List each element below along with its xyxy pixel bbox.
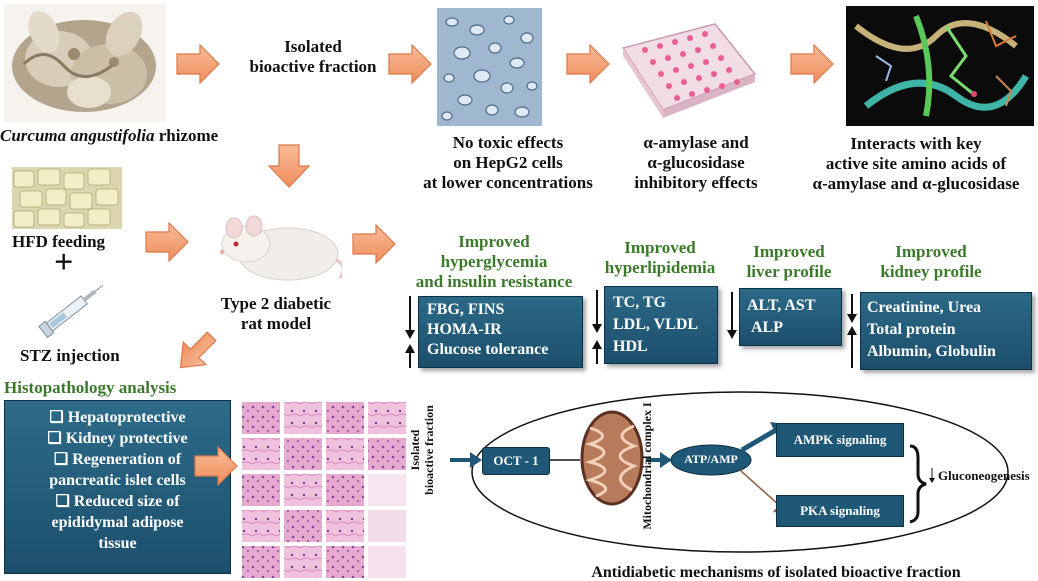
ampk-signaling-box: AMPK signaling xyxy=(776,423,904,457)
histopathology-panel: ❑ Hepatoprotective ❑ Kidney protective ❑… xyxy=(4,400,231,574)
lipid-item-hdl: HDL xyxy=(613,338,648,355)
glycemia-item-glucose-tolerance: Glucose tolerance xyxy=(427,341,549,358)
isolated-line2: bioactive fraction xyxy=(249,57,377,76)
effect-2-title2: liver profile xyxy=(746,262,832,281)
docking-image xyxy=(846,6,1034,126)
histopathology-title: Histopathology analysis xyxy=(4,378,177,397)
panel-liver: ALT, AST ALP xyxy=(739,288,842,346)
docking-label: Interacts with key active site amino aci… xyxy=(796,134,1036,194)
rat-photo xyxy=(208,196,342,286)
mechanism-input-label: Isolated bioactive fraction xyxy=(404,392,444,512)
histology-slides-grid xyxy=(240,394,408,580)
liver-item-alt-ast: ALT, AST xyxy=(747,297,816,314)
histo-item-islet: pancreatic islet cells xyxy=(49,472,186,489)
kidney-item-albumin: Albumin, Globulin xyxy=(867,343,996,360)
panel-lipid: TC, TG LDL, VLDL HDL xyxy=(604,286,718,364)
mechanism-caption: Antidiabetic mechanisms of isolated bioa… xyxy=(591,564,961,581)
effect-title-liver: Improved liver profile xyxy=(726,242,852,282)
arrow-rat-to-effects xyxy=(352,224,396,264)
up-arrow-glucose-tolerance xyxy=(405,344,415,368)
histo-item-tissue: tissue xyxy=(98,535,137,552)
pka-signaling-box: PKA signaling xyxy=(776,495,904,527)
rat-line1: Type 2 diabetic xyxy=(220,294,332,313)
rhizome-label: Curcuma angustifolia rhizome xyxy=(0,126,260,146)
kidney-item-creatinine: Creatinine, Urea xyxy=(867,299,982,316)
rhizome-suffix: rhizome xyxy=(154,126,219,145)
hepg2-line2: on HepG2 cells xyxy=(453,153,563,172)
mitochondrial-complex-label: Mitochondrial complex I xyxy=(638,380,658,560)
arrow-hfd-to-rat xyxy=(145,222,189,262)
enzyme-line3: inhibitory effects xyxy=(634,173,758,192)
effect-3-title1: Improved xyxy=(895,242,967,261)
mitochondrion-icon xyxy=(580,410,644,506)
histo-item-kidney: ❑ Kidney protective xyxy=(47,430,188,447)
hepg2-line3: at lower concentrations xyxy=(423,173,593,192)
panel-kidney: Creatinine, Urea Total protein Albumin, … xyxy=(860,292,1032,370)
glycemia-item-homa: HOMA-IR xyxy=(427,321,502,338)
kidney-item-total-protein: Total protein xyxy=(867,321,956,338)
mech-input-line2: bioactive fraction xyxy=(422,405,436,495)
effect-1-title2: hyperlipidemia xyxy=(604,258,716,277)
docking-line3: α-amylase and α-glucosidase xyxy=(812,174,1020,193)
hfd-label: HFD feeding xyxy=(12,232,106,251)
mito-label-text: Mitochondrial complex I xyxy=(640,402,654,530)
hepg2-label: No toxic effects on HepG2 cells at lower… xyxy=(418,133,598,193)
down-arrow-liver xyxy=(727,292,737,339)
syringe-icon xyxy=(38,284,104,339)
gluconeogenesis-label: Gluconeogenesis xyxy=(938,468,1030,483)
enzyme-label: α-amylase and α-glucosidase inhibitory e… xyxy=(616,133,776,193)
rat-line2: rat model xyxy=(240,314,312,333)
arrow-hepg2-to-enzyme xyxy=(566,44,610,84)
panel-glycemia: FBG, FINS HOMA-IR Glucose tolerance xyxy=(418,296,583,368)
rhizome-species: Curcuma angustifolia xyxy=(0,126,155,145)
down-arrow-lipid xyxy=(592,290,602,333)
hepg2-line1: No toxic effects xyxy=(452,133,564,152)
histo-item-regeneration: ❑ Regeneration of xyxy=(53,451,182,468)
arrow-rhizome-to-fraction xyxy=(176,44,220,84)
arrow-rat-to-histopathology xyxy=(179,331,217,369)
hepg2-cells-photo xyxy=(437,8,542,126)
enzyme-line2: α-glucosidase xyxy=(647,153,745,172)
up-arrow-hdl xyxy=(592,340,602,364)
arrow-fraction-to-hepg2 xyxy=(388,44,432,84)
rat-model-label: Type 2 diabetic rat model xyxy=(196,294,356,334)
down-arrow-glycemia xyxy=(405,296,415,339)
lipid-item-ldl: LDL, VLDL xyxy=(613,316,699,333)
arrow-rhizome-to-rat xyxy=(268,144,310,188)
stz-label: STZ injection xyxy=(20,346,120,365)
oct1-box: OCT - 1 xyxy=(482,447,550,475)
effect-3-title2: kidney profile xyxy=(880,262,982,281)
plus-sign: + xyxy=(54,244,74,281)
lipid-item-tc-tg: TC, TG xyxy=(613,294,667,311)
isolated-fraction-label: Isolated bioactive fraction xyxy=(228,37,398,77)
histo-item-hepatoprotective: ❑ Hepatoprotective xyxy=(49,409,186,426)
effect-0-title3: and insulin resistance xyxy=(415,272,573,291)
effect-title-glycemia: Improved hyperglycemia and insulin resis… xyxy=(396,232,592,292)
cell-ellipse xyxy=(471,391,1009,553)
glycemia-item-fbg: FBG, FINS xyxy=(427,301,505,318)
histo-item-reduced: ❑ Reduced size of xyxy=(55,493,180,510)
well-plate-photo xyxy=(615,18,760,118)
arrow-enzyme-to-docking xyxy=(790,44,834,84)
hfd-photo xyxy=(12,167,122,229)
effect-1-title1: Improved xyxy=(624,238,696,257)
effect-2-title1: Improved xyxy=(753,242,825,261)
down-arrow-kidney xyxy=(847,294,857,323)
isolated-line1: Isolated xyxy=(284,37,342,56)
effect-0-title2: hyperglycemia xyxy=(440,252,548,271)
effect-title-lipid: Improved hyperlipidemia xyxy=(592,238,728,278)
arrow-histo-to-slides xyxy=(194,446,238,486)
atp-amp-label: ATP/AMP xyxy=(684,452,738,466)
docking-line1: Interacts with key xyxy=(850,134,982,153)
liver-item-alp: ALP xyxy=(751,319,783,336)
effect-title-kidney: Improved kidney profile xyxy=(856,242,1006,282)
docking-line2: active site amino acids of xyxy=(825,154,1007,173)
mech-input-line1: Isolated xyxy=(408,429,422,471)
up-arrow-kidney xyxy=(847,326,857,368)
histo-item-adipose: epididymal adipose xyxy=(51,514,184,531)
enzyme-line1: α-amylase and xyxy=(643,133,749,152)
rhizome-photo xyxy=(4,4,166,122)
effect-0-title1: Improved xyxy=(458,232,530,251)
